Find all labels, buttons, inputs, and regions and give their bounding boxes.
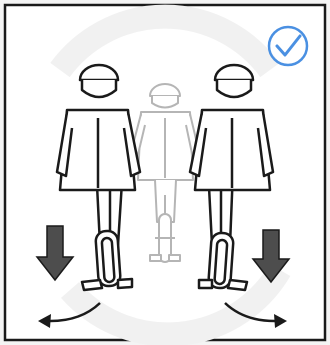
- unicycle-turning-illustration: [0, 0, 330, 345]
- diagram-canvas: [0, 0, 330, 345]
